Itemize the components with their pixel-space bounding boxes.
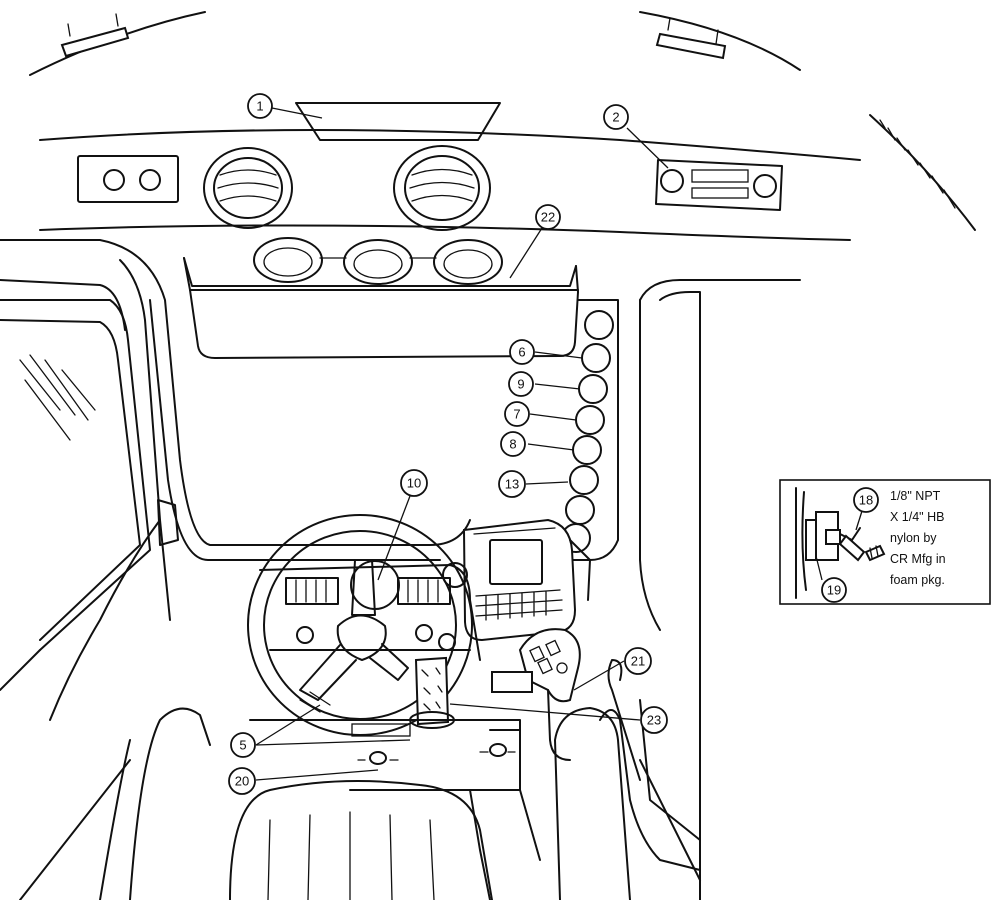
switch-knob-icon bbox=[369, 751, 387, 765]
inset-callout-19-label: 19 bbox=[827, 583, 841, 598]
inset-callout-18-label: 18 bbox=[859, 493, 873, 508]
callout-1: 1 bbox=[247, 93, 273, 119]
windshield-frame bbox=[0, 239, 801, 900]
callout-9-label: 9 bbox=[517, 377, 524, 392]
air-vent-icon bbox=[203, 147, 293, 229]
switch-module bbox=[491, 671, 533, 693]
center-console bbox=[249, 719, 541, 900]
switch-knob-icon bbox=[296, 626, 314, 644]
gauge-icon bbox=[575, 405, 605, 435]
callout-7-label: 7 bbox=[513, 407, 520, 422]
switch-panel bbox=[77, 155, 179, 203]
callout-23: 23 bbox=[640, 706, 668, 734]
steering-wheel-icon bbox=[247, 514, 473, 736]
gauge-icon bbox=[581, 343, 611, 373]
callout-22: 22 bbox=[535, 204, 561, 230]
callout-9: 9 bbox=[508, 371, 534, 397]
switch-knob-icon bbox=[103, 169, 125, 191]
air-vent-icon bbox=[253, 237, 323, 283]
inset-note-line-3: nylon by bbox=[890, 531, 937, 545]
callout-6-label: 6 bbox=[518, 345, 525, 360]
gauge-panel bbox=[285, 577, 339, 605]
gauge-panel bbox=[397, 577, 451, 605]
switch-knob-icon bbox=[139, 169, 161, 191]
inset-callout-18: 18 bbox=[853, 487, 879, 513]
leader-lines bbox=[255, 107, 669, 781]
driver-seat bbox=[229, 780, 493, 900]
radio-icon bbox=[655, 159, 783, 211]
inset-callout-19: 19 bbox=[821, 577, 847, 603]
display-unit-icon bbox=[462, 518, 591, 642]
callout-13-label: 13 bbox=[505, 477, 519, 492]
gauge-icon bbox=[442, 562, 468, 588]
callout-7: 7 bbox=[504, 401, 530, 427]
gauge-icon bbox=[565, 495, 595, 525]
gauge-column bbox=[555, 299, 619, 561]
air-vent-icon bbox=[343, 239, 413, 285]
callout-8-label: 8 bbox=[509, 437, 516, 452]
callout-13: 13 bbox=[498, 470, 526, 498]
callout-23-label: 23 bbox=[647, 713, 661, 728]
gauge-icon bbox=[578, 374, 608, 404]
inset-note-line-4: CR Mfg in bbox=[890, 552, 946, 566]
overhead-console bbox=[39, 102, 861, 241]
air-vent-icon bbox=[433, 239, 503, 285]
callout-22-label: 22 bbox=[541, 210, 555, 225]
upper-dash bbox=[183, 237, 579, 359]
callout-5-label: 5 bbox=[239, 738, 246, 753]
switch-knob-icon bbox=[489, 743, 507, 757]
fitting-detail-icon bbox=[795, 487, 886, 599]
callout-10: 10 bbox=[400, 469, 428, 497]
callout-5: 5 bbox=[230, 732, 256, 758]
gauge-icon bbox=[569, 465, 599, 495]
callout-1-label: 1 bbox=[256, 99, 263, 114]
callout-20-label: 20 bbox=[235, 774, 249, 789]
inset-note-line-5: foam pkg. bbox=[890, 573, 945, 587]
hand-controller-icon bbox=[491, 628, 581, 761]
callout-8: 8 bbox=[500, 431, 526, 457]
cab-roof bbox=[29, 11, 976, 231]
inset-note-line-1: 1/8" NPT bbox=[890, 489, 941, 503]
storage-compartment bbox=[295, 102, 501, 141]
instrument-cluster bbox=[259, 560, 481, 661]
ignition-key-icon bbox=[415, 624, 433, 642]
callout-21: 21 bbox=[624, 647, 652, 675]
gauge-icon bbox=[572, 435, 602, 465]
air-vent-icon bbox=[393, 145, 491, 231]
gauge-icon bbox=[584, 310, 614, 340]
dome-light-right-icon bbox=[655, 17, 727, 60]
callout-21-label: 21 bbox=[631, 654, 645, 669]
callout-2: 2 bbox=[603, 104, 629, 130]
inset-note-line-2: X 1/4" HB bbox=[890, 510, 944, 524]
dome-light-left-icon bbox=[60, 13, 130, 58]
callout-20: 20 bbox=[228, 767, 256, 795]
inset-detail: 18 19 1/8" NPT X 1/4" HB nylon by CR Mfg… bbox=[779, 479, 991, 605]
passenger-seat bbox=[554, 659, 701, 900]
left-door-seat bbox=[19, 707, 211, 900]
callout-10-label: 10 bbox=[407, 476, 421, 491]
callout-6: 6 bbox=[509, 339, 535, 365]
steering-column bbox=[409, 656, 455, 729]
callout-2-label: 2 bbox=[612, 110, 619, 125]
